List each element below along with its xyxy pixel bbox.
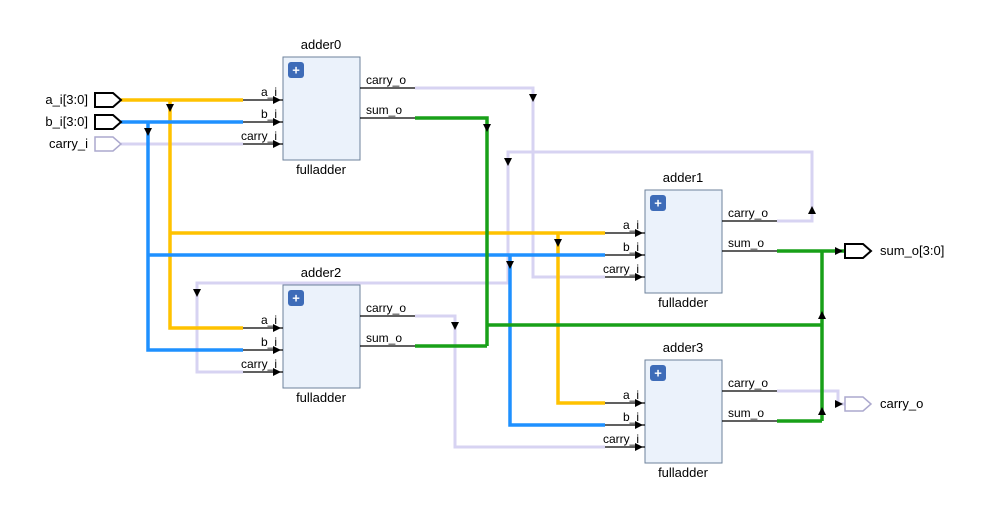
pin-label-carry_o: carry_o: [728, 206, 768, 220]
cell-adder2[interactable]: adder2 + fulladder a_i b_i carry_i carry…: [241, 265, 415, 405]
arrowhead: [144, 128, 152, 136]
net-carry-adder3-to-carry_o[interactable]: [777, 389, 845, 406]
plus-icon: [650, 195, 666, 211]
port-label-b_i: b_i[3:0]: [45, 114, 88, 129]
pin-label-b_i: b_i: [623, 410, 639, 424]
arrowhead: [273, 118, 281, 126]
arrowhead: [451, 322, 459, 330]
pin-label-b_i: b_i: [261, 107, 277, 121]
net-sum-adder0[interactable]: [415, 116, 489, 346]
arrowhead: [193, 289, 201, 297]
pin-label-carry_i: carry_i: [241, 129, 277, 143]
port-label-carry_o: carry_o: [880, 396, 923, 411]
input-port-symbol[interactable]: [94, 114, 123, 130]
output-port-symbol[interactable]: [844, 396, 873, 412]
arrowhead: [818, 407, 826, 415]
b-bus-net: [121, 120, 605, 427]
pin-label-a_i: a_i: [261, 85, 277, 99]
cell-type-label: fulladder: [658, 465, 709, 480]
pin-label-carry_i: carry_i: [241, 357, 277, 371]
pin-label-sum_o: sum_o: [728, 406, 764, 420]
pin-label-b_i: b_i: [623, 240, 639, 254]
arrowhead: [273, 346, 281, 354]
pin-label-carry_o: carry_o: [366, 73, 406, 87]
plus-icon: [288, 62, 304, 78]
carry-nets: [121, 86, 845, 449]
arrowhead: [818, 311, 826, 319]
arrowhead: [506, 261, 514, 269]
cell-adder1[interactable]: adder1 + fulladder a_i b_i carry_i carry…: [603, 170, 777, 310]
arrowhead: [635, 399, 643, 407]
arrowhead: [635, 273, 643, 281]
cell-instance-name: adder2: [301, 265, 341, 280]
net-carry-adder0-to-adder1[interactable]: [415, 86, 605, 279]
pin-label-carry_i: carry_i: [603, 262, 639, 276]
plus-icon: [288, 290, 304, 306]
pin-label-a_i: a_i: [261, 313, 277, 327]
arrowhead: [504, 158, 512, 166]
port-a_i[interactable]: a_i[3:0]: [45, 92, 123, 108]
arrowhead: [554, 239, 562, 247]
wire-arrowheads: [144, 94, 843, 415]
port-carry_o[interactable]: carry_o: [844, 396, 923, 412]
cell-instance-name: adder1: [663, 170, 703, 185]
plus-icon: [650, 365, 666, 381]
arrowhead: [835, 247, 843, 255]
port-sum_o[interactable]: sum_o[3:0]: [844, 243, 944, 259]
pin-label-a_i: a_i: [623, 218, 639, 232]
cell-type-label: fulladder: [658, 295, 709, 310]
arrowhead: [273, 324, 281, 332]
pin-label-a_i: a_i: [623, 388, 639, 402]
arrowhead: [635, 251, 643, 259]
cell-adder3[interactable]: adder3 + fulladder a_i b_i carry_i carry…: [603, 340, 777, 480]
pin-label-sum_o: sum_o: [366, 103, 402, 117]
pin-label-carry_o: carry_o: [728, 376, 768, 390]
arrowhead: [635, 421, 643, 429]
pin-label-carry_i: carry_i: [603, 432, 639, 446]
net-b_i-to-adder2[interactable]: [146, 122, 243, 352]
port-label-carry_i: carry_i: [49, 136, 88, 151]
sum-bus-net: [415, 116, 845, 423]
arrowhead: [273, 96, 281, 104]
port-label-sum_o: sum_o[3:0]: [880, 243, 944, 258]
port-carry_i[interactable]: carry_i: [49, 136, 123, 152]
arrowhead: [273, 368, 281, 376]
a-bus-net: [121, 98, 605, 405]
net-a_i-to-adder2[interactable]: [168, 100, 243, 330]
input-port-symbol[interactable]: [94, 92, 123, 108]
plus-icon-glyph: +: [292, 291, 300, 306]
plus-icon-glyph: +: [654, 366, 662, 381]
input-port-symbol[interactable]: [94, 136, 123, 152]
arrowhead: [483, 124, 491, 132]
net-a_i-to-adder3[interactable]: [556, 233, 605, 405]
output-port-symbol[interactable]: [844, 243, 873, 259]
cell-adder0[interactable]: adder0 + fulladder a_i b_i carry_i carry…: [241, 37, 415, 177]
arrowhead: [166, 104, 174, 112]
plus-icon-glyph: +: [654, 196, 662, 211]
pin-label-sum_o: sum_o: [366, 331, 402, 345]
arrowhead: [808, 206, 816, 214]
port-label-a_i: a_i[3:0]: [45, 92, 88, 107]
net-b_i-to-adder3[interactable]: [508, 255, 605, 427]
cell-type-label: fulladder: [296, 390, 347, 405]
arrowhead: [529, 94, 537, 102]
plus-icon-glyph: +: [292, 63, 300, 78]
port-b_i[interactable]: b_i[3:0]: [45, 114, 123, 130]
arrowhead: [635, 229, 643, 237]
arrowhead: [835, 400, 843, 408]
pin-label-carry_o: carry_o: [366, 301, 406, 315]
cell-instance-name: adder3: [663, 340, 703, 355]
net-carry-adder2-to-adder3[interactable]: [415, 314, 605, 449]
cell-instance-name: adder0: [301, 37, 341, 52]
cell-type-label: fulladder: [296, 162, 347, 177]
pin-label-sum_o: sum_o: [728, 236, 764, 250]
arrowhead: [273, 140, 281, 148]
arrowhead: [635, 443, 643, 451]
pin-label-b_i: b_i: [261, 335, 277, 349]
